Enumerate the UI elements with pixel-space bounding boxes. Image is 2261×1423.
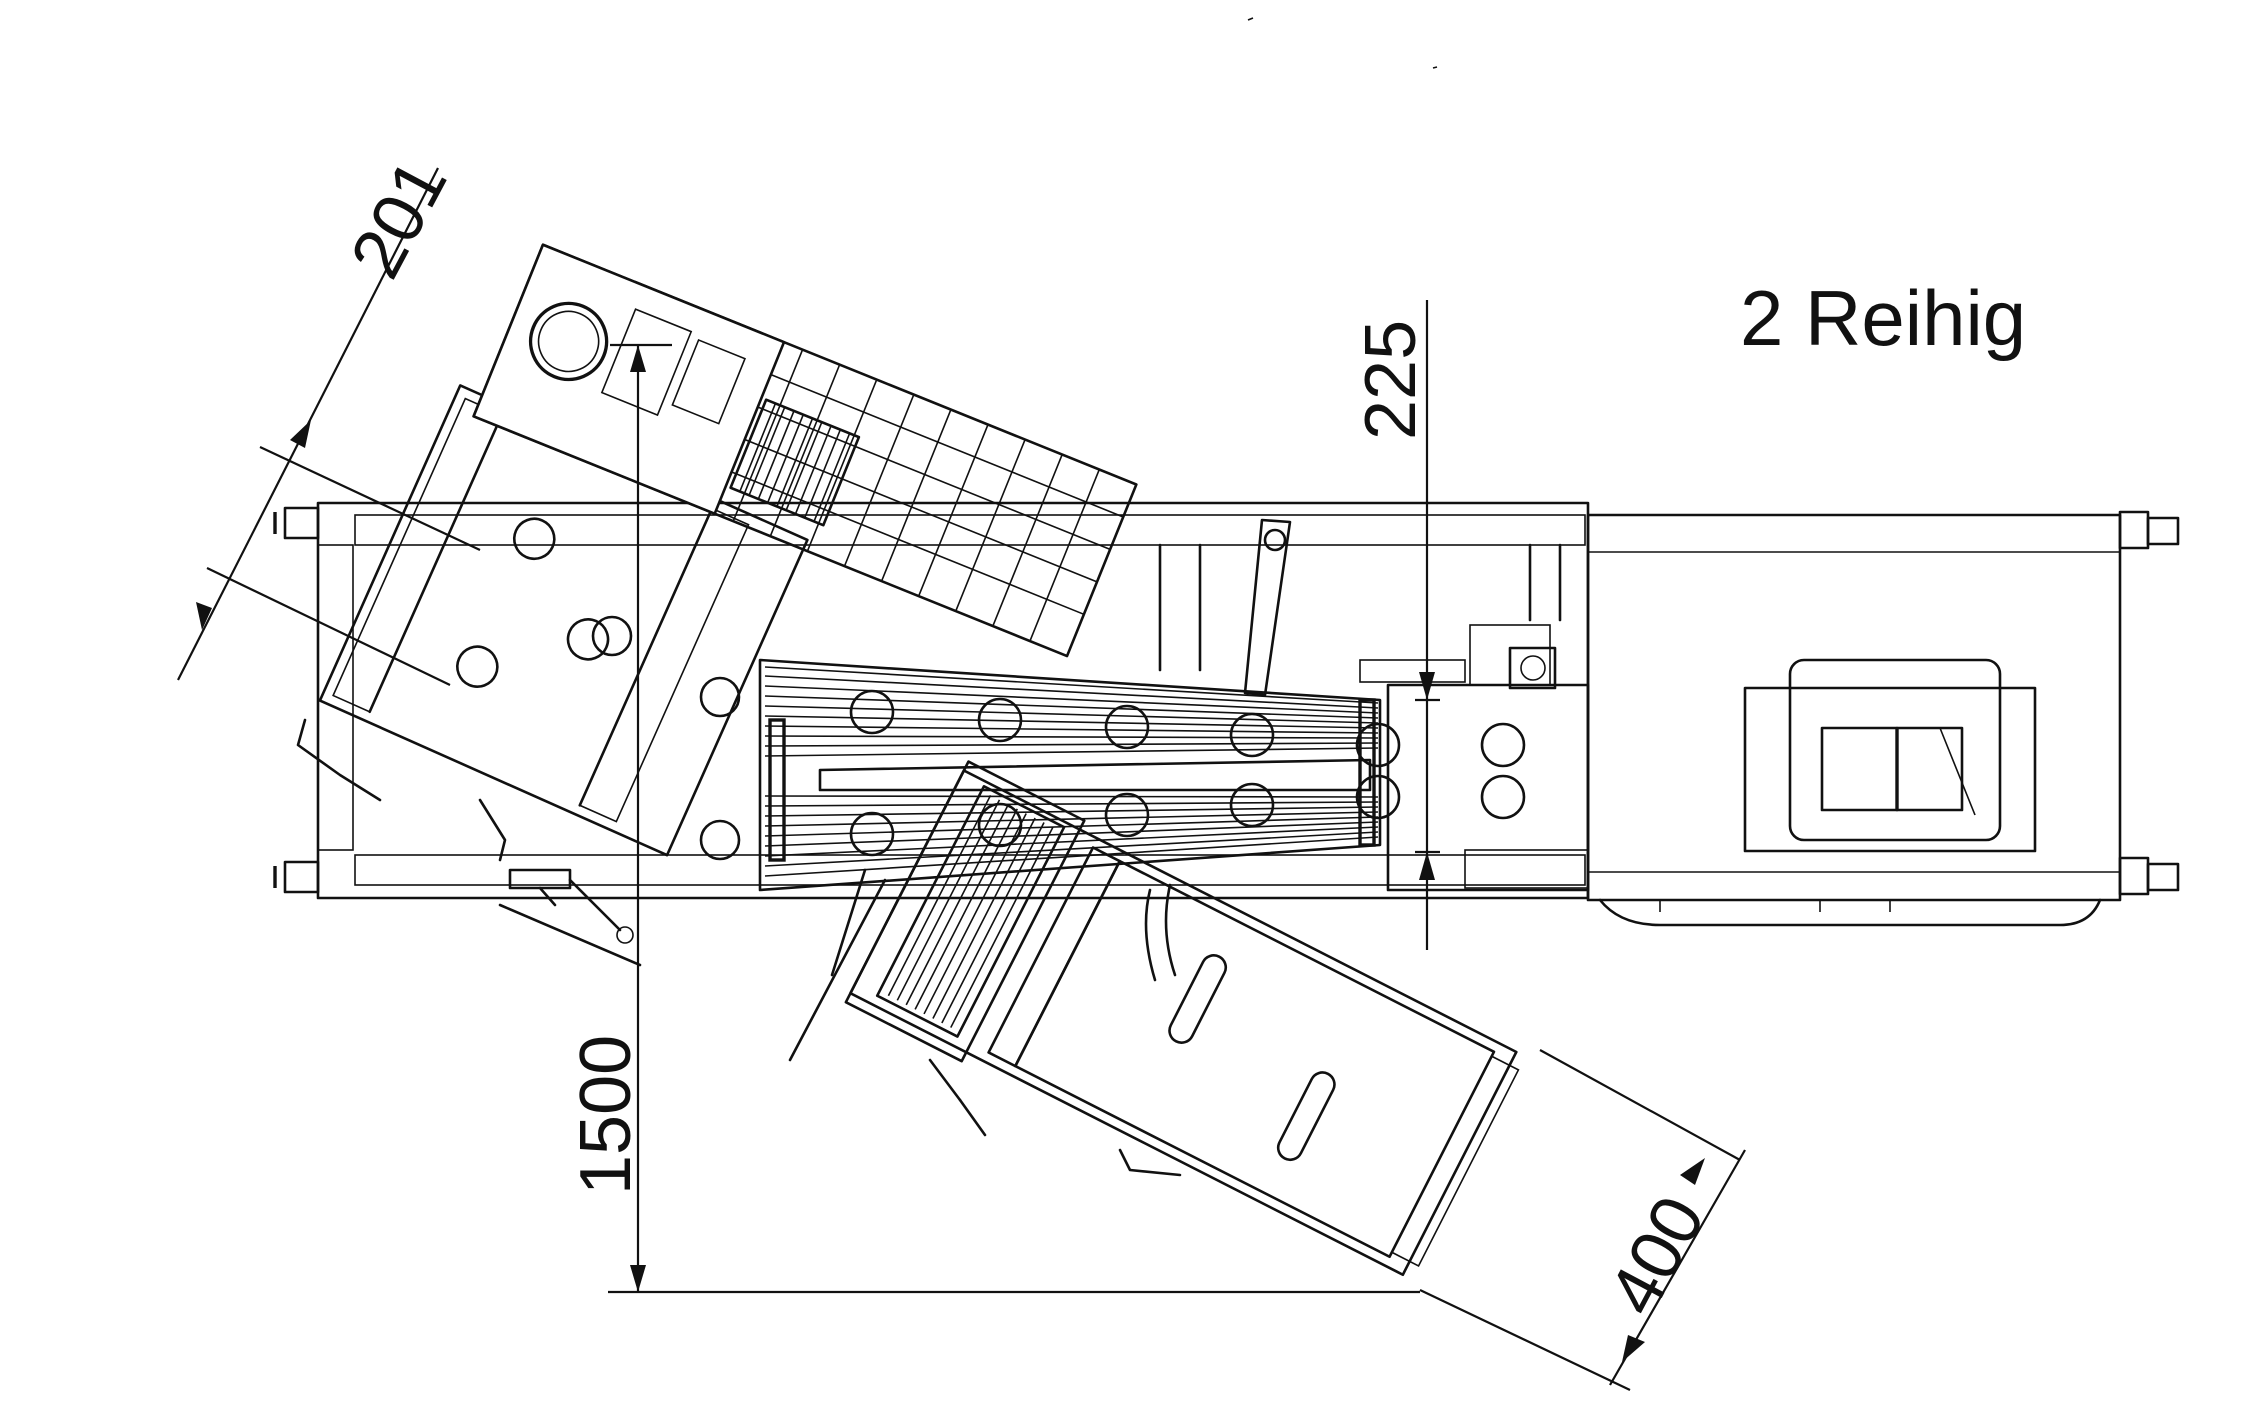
dim-225-label: 225 xyxy=(1351,320,1431,440)
dim-201-label: 201 xyxy=(335,147,462,291)
hose xyxy=(928,883,1182,1177)
gear-housing xyxy=(472,243,1138,658)
lever-arm xyxy=(1243,518,1292,697)
dimension-225: 225 xyxy=(1351,300,1440,950)
tapered-conveyor xyxy=(758,658,1526,892)
brush-roller xyxy=(875,785,1066,1038)
drawing-title: 2 Reihig xyxy=(1740,274,2026,362)
drive-unit xyxy=(1359,510,2180,927)
right-feet xyxy=(2118,510,2180,896)
dim-1500-label: 1500 xyxy=(566,1035,646,1195)
dimension-1500: 1500 xyxy=(566,343,1420,1294)
valve-assembly xyxy=(296,718,642,967)
upper-lane xyxy=(764,666,1379,757)
left-feet xyxy=(273,506,354,894)
dimension-201: 201 xyxy=(177,147,481,686)
outfeed-unit xyxy=(844,760,1520,1277)
machine-base-frame xyxy=(273,501,1590,900)
dim-400-label: 400 xyxy=(1593,1184,1720,1328)
lower-lane xyxy=(764,795,1379,877)
